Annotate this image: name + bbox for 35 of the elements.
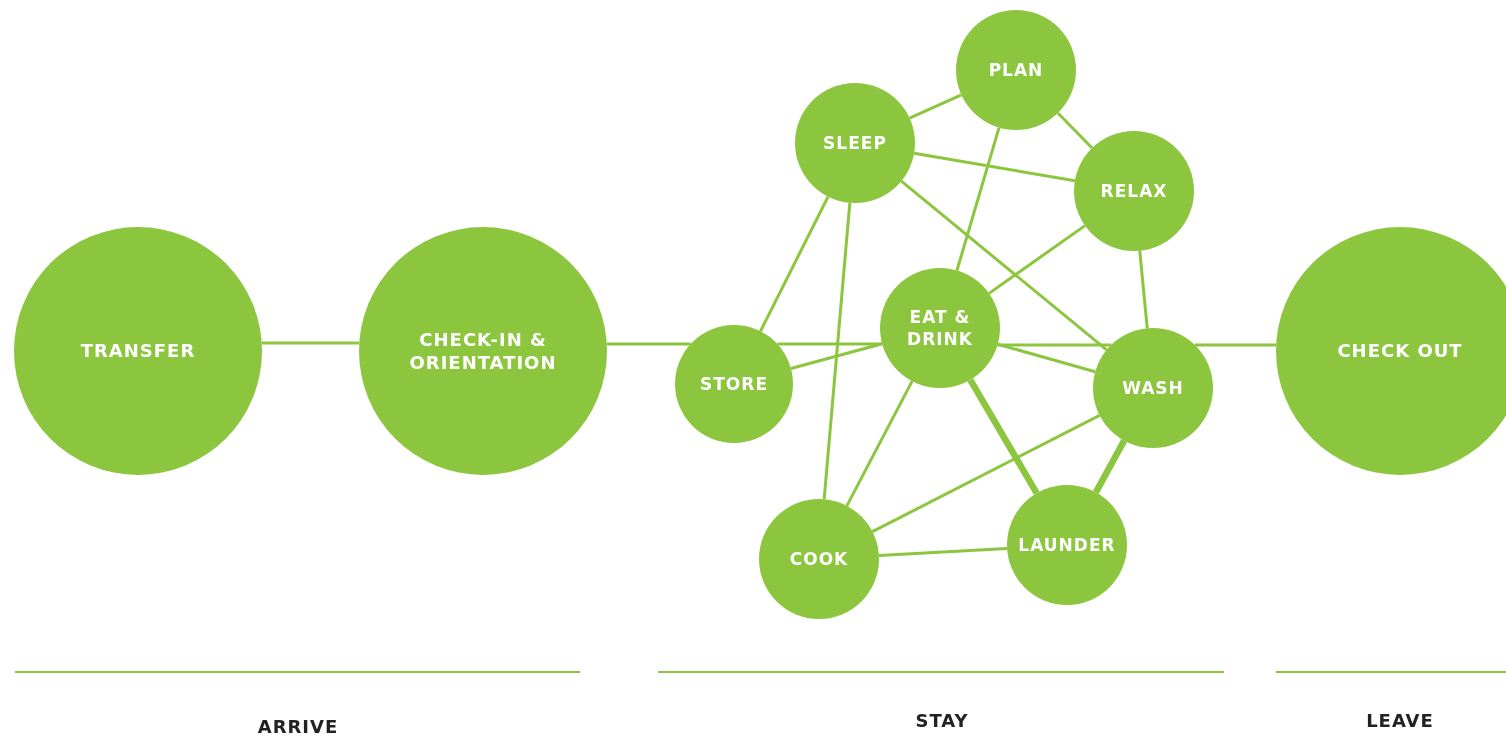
connector-line (878, 546, 1008, 558)
connector-line (777, 342, 883, 346)
connector-line (261, 341, 360, 345)
connector-line (822, 202, 852, 500)
connector-line (1056, 111, 1094, 150)
connector-line (988, 224, 1086, 295)
connector-line (900, 179, 1108, 352)
node-label: LAUNDER (1018, 533, 1116, 557)
connector-line (955, 127, 1001, 271)
node-label: COOK (789, 547, 849, 571)
connector-line (759, 195, 830, 332)
node-label: EAT & DRINK (906, 305, 974, 351)
section-label: LEAVE (1366, 710, 1434, 731)
connector-line (997, 342, 1096, 374)
connector-line (1194, 343, 1277, 347)
connector-line (909, 93, 962, 120)
node-label: STORE (700, 372, 768, 396)
node-label: SLEEP (823, 131, 887, 155)
node-label: TRANSFER (80, 339, 196, 363)
connector-line (845, 380, 914, 507)
connector-line (913, 151, 1076, 183)
node-label: PLAN (988, 58, 1044, 82)
connector-line (1138, 250, 1149, 329)
connector-line (967, 378, 1040, 495)
section-label: ARRIVE (257, 716, 339, 736)
connector-line (606, 342, 691, 346)
node-label: CHECK-IN & ORIENTATION (408, 327, 558, 375)
connector-line (997, 343, 1112, 347)
connector-line (1092, 439, 1128, 494)
section-label: STAY (915, 710, 969, 731)
connector-line (790, 342, 883, 370)
node-label: CHECK OUT (1337, 339, 1463, 363)
connector-line (871, 414, 1101, 533)
node-label: RELAX (1100, 179, 1168, 203)
node-label: WASH (1122, 376, 1184, 400)
